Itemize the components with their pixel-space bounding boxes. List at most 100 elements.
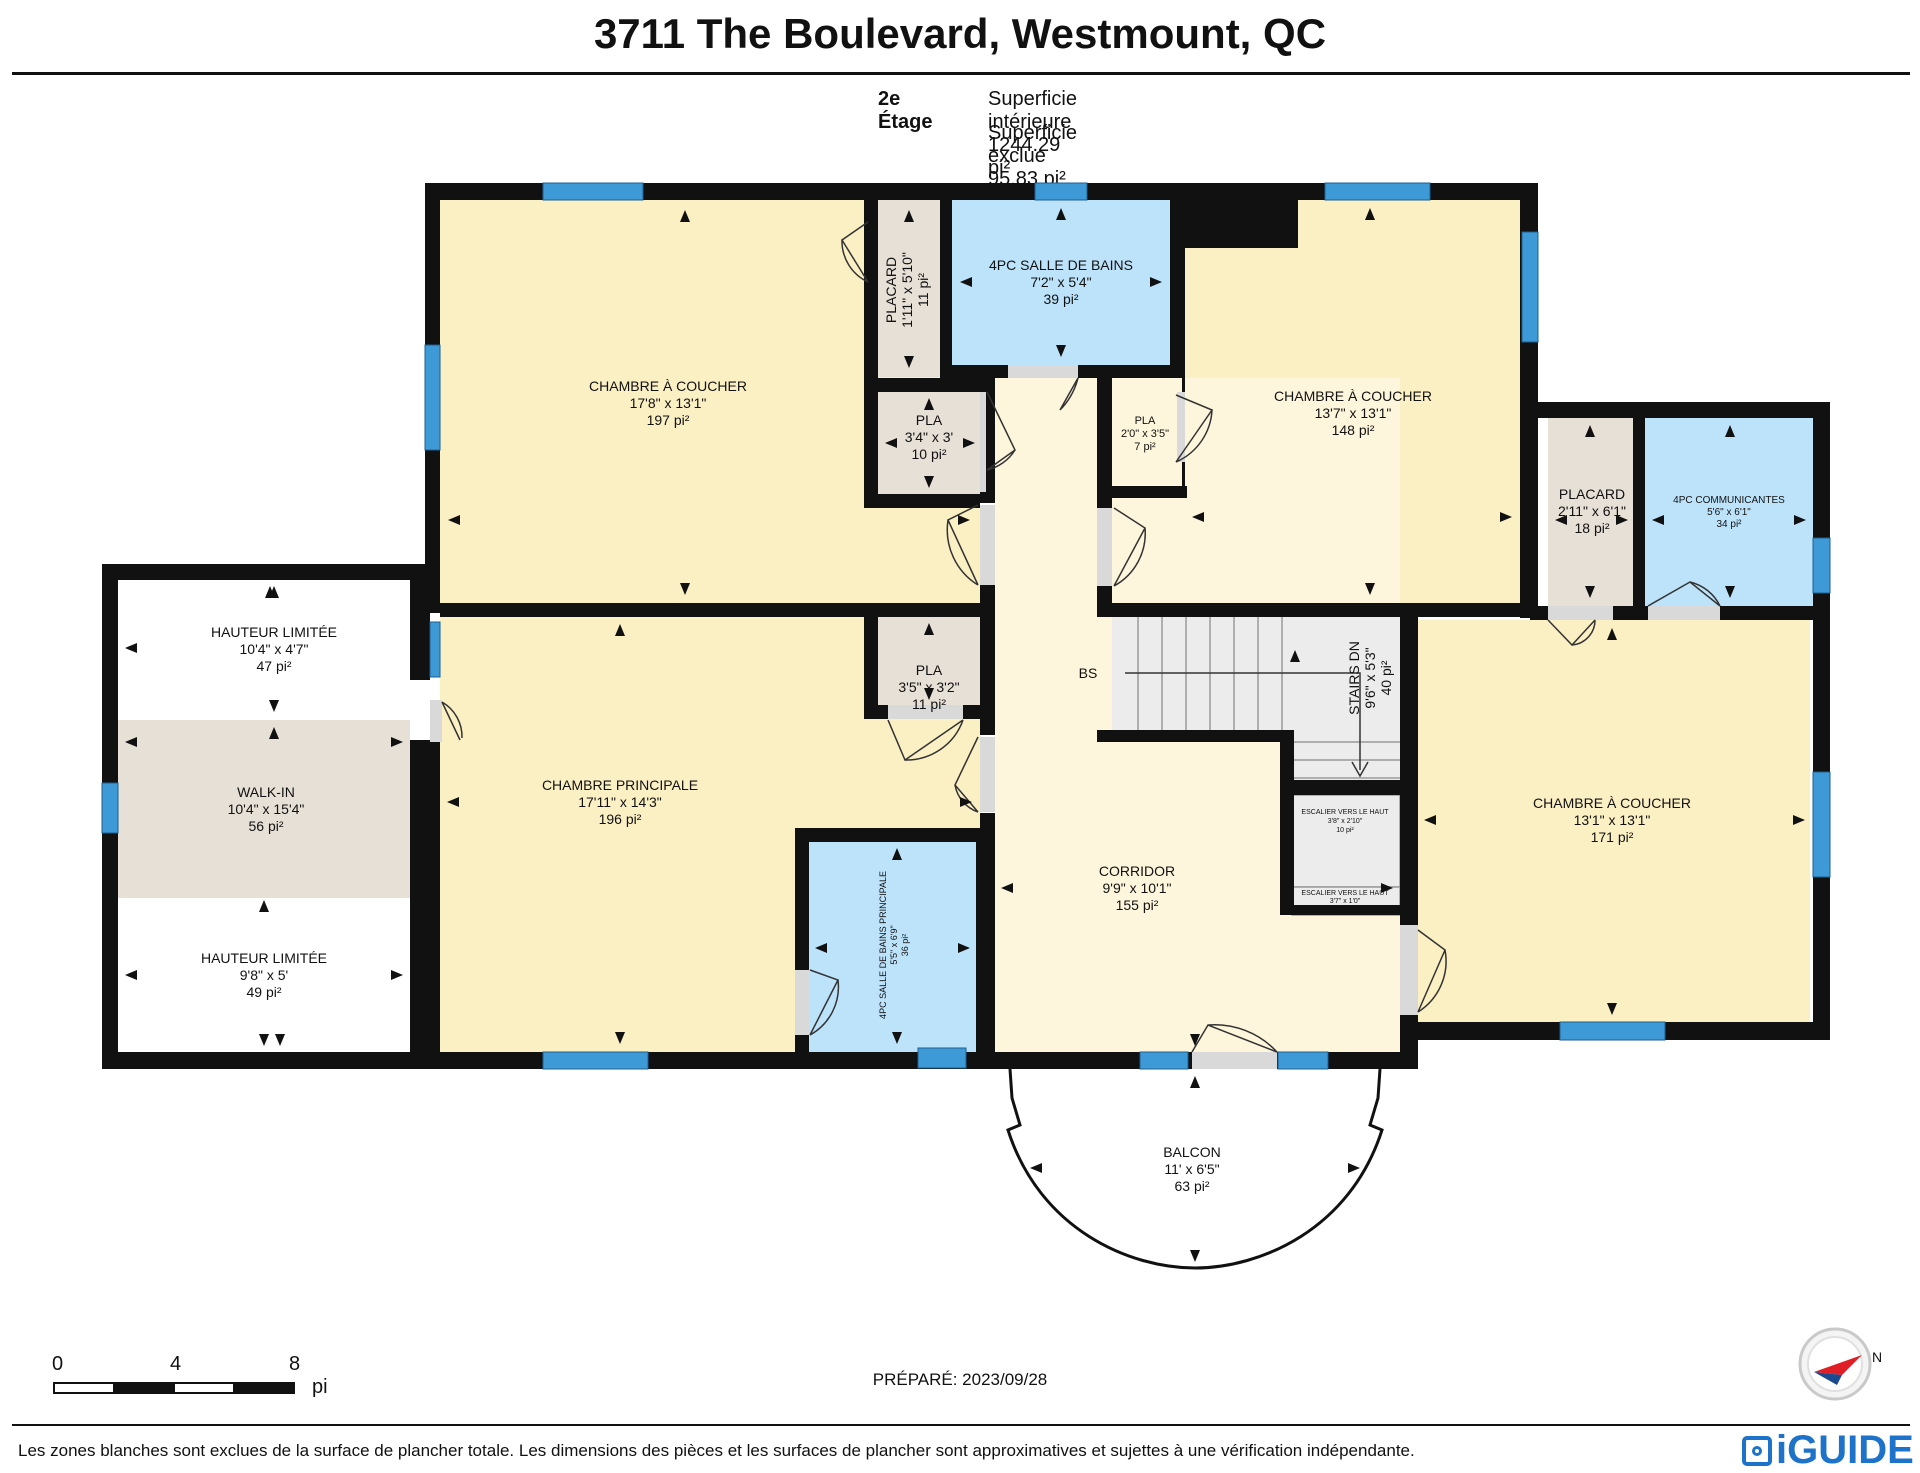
room-label-bathroom-2: 4PC COMMUNICANTES 5'6" x 6'1" 34 pi² bbox=[1673, 495, 1785, 530]
room-dims: 2'0" x 3'5" bbox=[1121, 428, 1169, 440]
room-dims: 5'6" x 6'1" bbox=[1707, 507, 1751, 518]
room-label-stairs-down: STAIRS DN 9'6" x 5'3" 40 pi² bbox=[1346, 641, 1394, 715]
wall-bath-right-side bbox=[1813, 402, 1830, 1040]
door-gap-pla1 bbox=[980, 392, 986, 492]
room-area: 171 pi² bbox=[1591, 829, 1634, 845]
wall-bath-right-top bbox=[1530, 402, 1830, 418]
wall-pla3-left bbox=[864, 617, 878, 717]
room-name: CHAMBRE À COUCHER bbox=[1274, 388, 1432, 404]
brand-logo[interactable]: iGUIDE bbox=[1742, 1428, 1914, 1473]
door-gap-bath3 bbox=[795, 970, 809, 1035]
room-name: 4PC COMMUNICANTES bbox=[1673, 495, 1785, 506]
wall-corridor-right-upper bbox=[1097, 378, 1112, 508]
stairs-lower-fill bbox=[1292, 730, 1400, 780]
bathroom-3-fill bbox=[808, 840, 976, 1052]
wall-pla1-frame-left bbox=[864, 378, 878, 508]
window-walkin-left bbox=[101, 782, 119, 834]
scale-label-4: 4 bbox=[170, 1353, 182, 1375]
room-area: 34 pi² bbox=[1716, 519, 1742, 530]
room-label-bedroom-3: CHAMBRE À COUCHER 13'1" x 13'1" 171 pi² bbox=[1533, 795, 1691, 845]
room-label-bs: BS bbox=[1079, 665, 1098, 681]
room-name: CORRIDOR bbox=[1099, 863, 1175, 879]
window-master-bottom bbox=[542, 1051, 649, 1070]
dimension-arrows bbox=[125, 208, 1806, 1262]
room-label-balcony: BALCON 11' x 6'5" 63 pi² bbox=[1163, 1144, 1221, 1194]
room-area: 196 pi² bbox=[599, 811, 642, 827]
walk-in-fill bbox=[118, 720, 410, 898]
wall-walkin-top bbox=[102, 564, 440, 580]
wall-stair-mid bbox=[1280, 730, 1294, 915]
room-label-placard-2: PLACARD 2'11" x 6'1" 18 pi² bbox=[1558, 486, 1626, 536]
wall-bed3-left bbox=[1400, 606, 1418, 926]
placard-2-fill bbox=[1548, 418, 1633, 606]
interior-area: Superficie intérieure 1244.29 pi² bbox=[988, 88, 1077, 179]
room-label-pla-1: PLA 3'4" x 3' 10 pi² bbox=[905, 412, 953, 462]
wall-stair-left bbox=[1097, 730, 1292, 742]
room-label-pla-3: PLA 3'5" x 3'2" 11 pi² bbox=[898, 662, 959, 712]
prepared-date: PRÉPARÉ: 2023/09/28 bbox=[872, 1370, 1048, 1389]
room-name: 4PC SALLE DE BAINS PRINCIPALE bbox=[878, 871, 888, 1019]
room-label-escalier-2: ESCALIER VERS LE HAUT 3'7" x 1'0" 4 pi² bbox=[1301, 890, 1389, 913]
header-divider bbox=[12, 72, 1910, 75]
room-dims: 7'2" x 5'4" bbox=[1030, 274, 1091, 290]
door-gap-walkin bbox=[430, 700, 442, 742]
wall-stair-bottom2 bbox=[1280, 905, 1400, 915]
room-dims: 13'7" x 13'1" bbox=[1315, 405, 1392, 421]
wall-placard1-right bbox=[940, 200, 952, 370]
window-bath3-bottom bbox=[917, 1047, 967, 1069]
room-name: ESCALIER VERS LE HAUT bbox=[1301, 890, 1389, 897]
window-bed2-right bbox=[1521, 231, 1539, 343]
wall-stair-top bbox=[1097, 603, 1400, 617]
room-area: 49 pi² bbox=[246, 984, 281, 1000]
room-area: 7 pi² bbox=[1134, 441, 1156, 453]
room-dims: 1'11" x 5'10" bbox=[899, 252, 915, 328]
window-bed1-left bbox=[424, 344, 441, 451]
room-label-walk-in: WALK-IN 10'4" x 15'4" 56 pi² bbox=[228, 784, 305, 834]
floor-level: 2e Étage bbox=[878, 88, 933, 133]
window-bath1-top bbox=[1034, 182, 1088, 201]
wall-placard1-left bbox=[864, 200, 878, 392]
room-area: 40 pi² bbox=[1378, 660, 1394, 695]
room-dims: 3'8" x 2'10" bbox=[1328, 818, 1363, 825]
door-gap-bath1 bbox=[1008, 365, 1078, 378]
room-area: 47 pi² bbox=[256, 658, 291, 674]
room-area: 39 pi² bbox=[1043, 291, 1078, 307]
room-label-hauteur-limitee-1: HAUTEUR LIMITÉE 10'4" x 4'7" 47 pi² bbox=[211, 624, 337, 674]
room-dims: 17'11" x 14'3" bbox=[578, 794, 662, 810]
room-area: 148 pi² bbox=[1332, 422, 1375, 438]
room-area: 4 pi² bbox=[1338, 906, 1352, 913]
wall-placard2-right bbox=[1633, 418, 1645, 606]
room-dims: 10'4" x 15'4" bbox=[228, 801, 305, 817]
room-dims: 5'5" x 6'9" bbox=[889, 925, 899, 964]
room-area: 11 pi² bbox=[915, 273, 931, 307]
door-gap-bed2 bbox=[1097, 508, 1112, 586]
room-label-hauteur-limitee-2: HAUTEUR LIMITÉE 9'8" x 5' 49 pi² bbox=[201, 950, 327, 1000]
room-label-bathroom-1: 4PC SALLE DE BAINS 7'2" x 5'4" 39 pi² bbox=[989, 257, 1133, 307]
wall-chimney bbox=[1170, 200, 1298, 248]
room-name: CHAMBRE PRINCIPALE bbox=[542, 777, 698, 793]
wall-corridor-left-mid bbox=[980, 585, 995, 735]
room-name: PLA bbox=[1135, 415, 1156, 427]
placard-1-fill bbox=[878, 200, 940, 377]
window-corridor-bottom-2 bbox=[1277, 1051, 1329, 1070]
room-fills bbox=[118, 200, 1813, 1052]
doors bbox=[430, 365, 1720, 1069]
wall-stair-bottom bbox=[1280, 780, 1400, 795]
door-gap-bath2 bbox=[1648, 606, 1720, 620]
windows bbox=[101, 182, 1831, 1070]
wall-bath1-right bbox=[1170, 200, 1185, 378]
room-dims: 10'4" x 4'7" bbox=[240, 641, 309, 657]
wall-pla2-bottom bbox=[1097, 486, 1187, 498]
room-dims: 3'5" x 3'2" bbox=[898, 679, 959, 695]
room-name: ESCALIER VERS LE HAUT bbox=[1301, 809, 1389, 816]
wall-pla1-frame-top bbox=[864, 378, 980, 392]
bedroom-3-fill bbox=[1418, 620, 1810, 1022]
room-dims: 3'7" x 1'0" bbox=[1330, 898, 1361, 905]
footer-divider bbox=[12, 1424, 1910, 1426]
room-name: HAUTEUR LIMITÉE bbox=[201, 950, 327, 966]
hauteur-limitee-1-fill bbox=[118, 580, 430, 720]
room-label-master-bedroom: CHAMBRE PRINCIPALE 17'11" x 14'3" 196 pi… bbox=[542, 777, 698, 827]
wall-bath3-right bbox=[976, 828, 995, 1068]
room-area: 63 pi² bbox=[1174, 1178, 1209, 1194]
door-gap-pla2 bbox=[1177, 392, 1185, 462]
